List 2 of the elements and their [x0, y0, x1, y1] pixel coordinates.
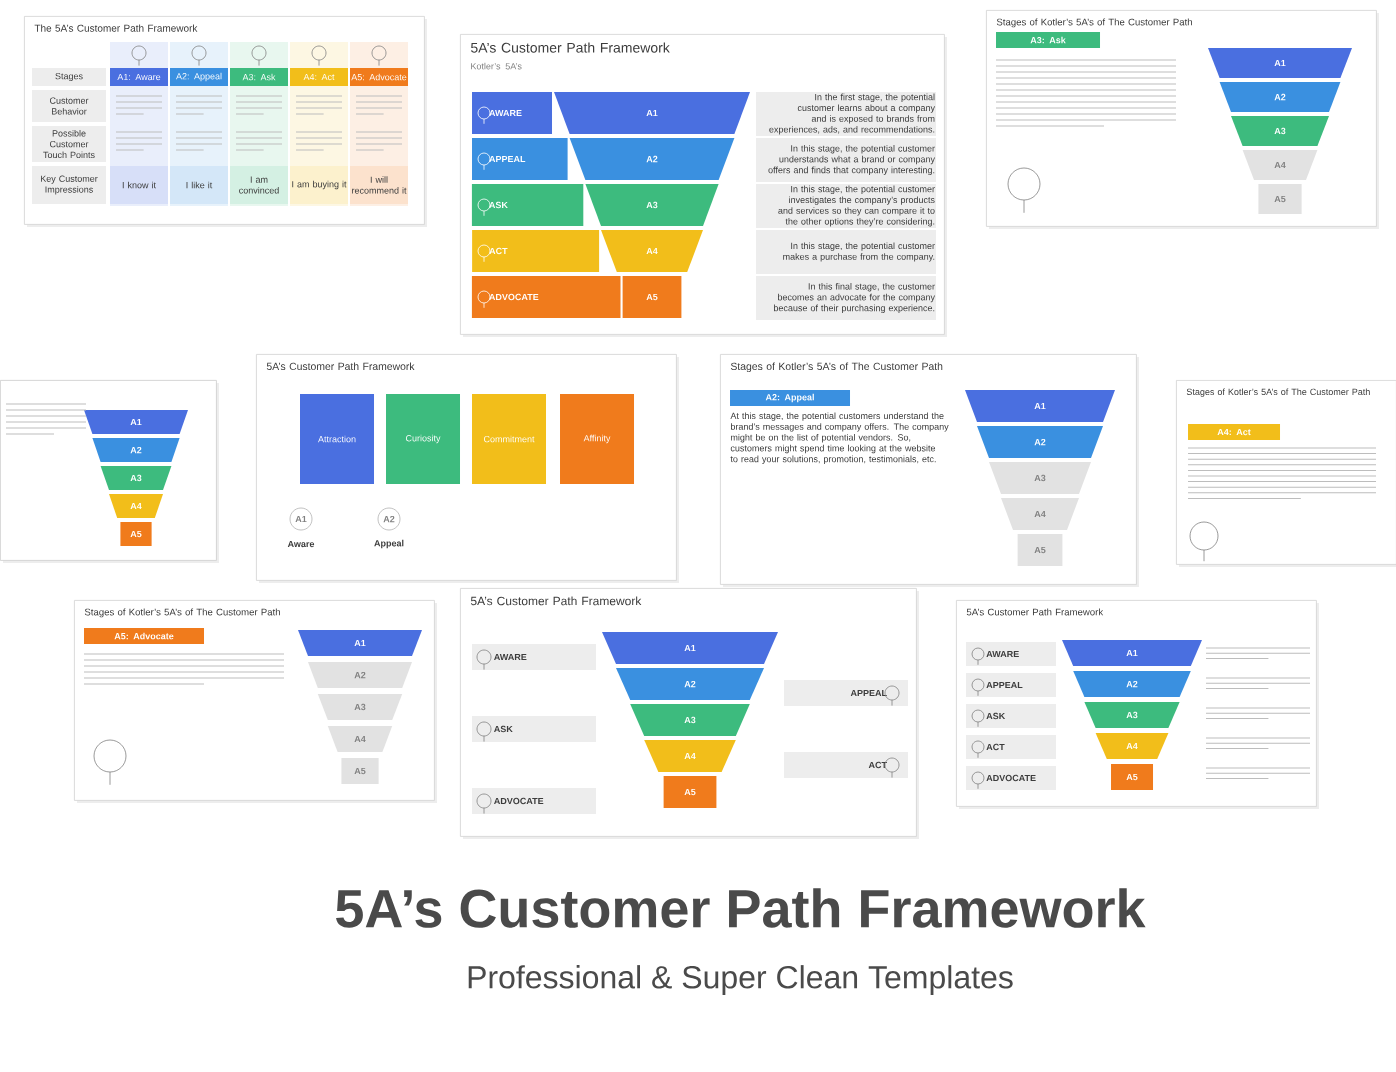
title: 5A’s Customer Path Framework — [336, 888, 1146, 928]
subtitle: Professional & Super Clean Templates — [468, 965, 1013, 995]
